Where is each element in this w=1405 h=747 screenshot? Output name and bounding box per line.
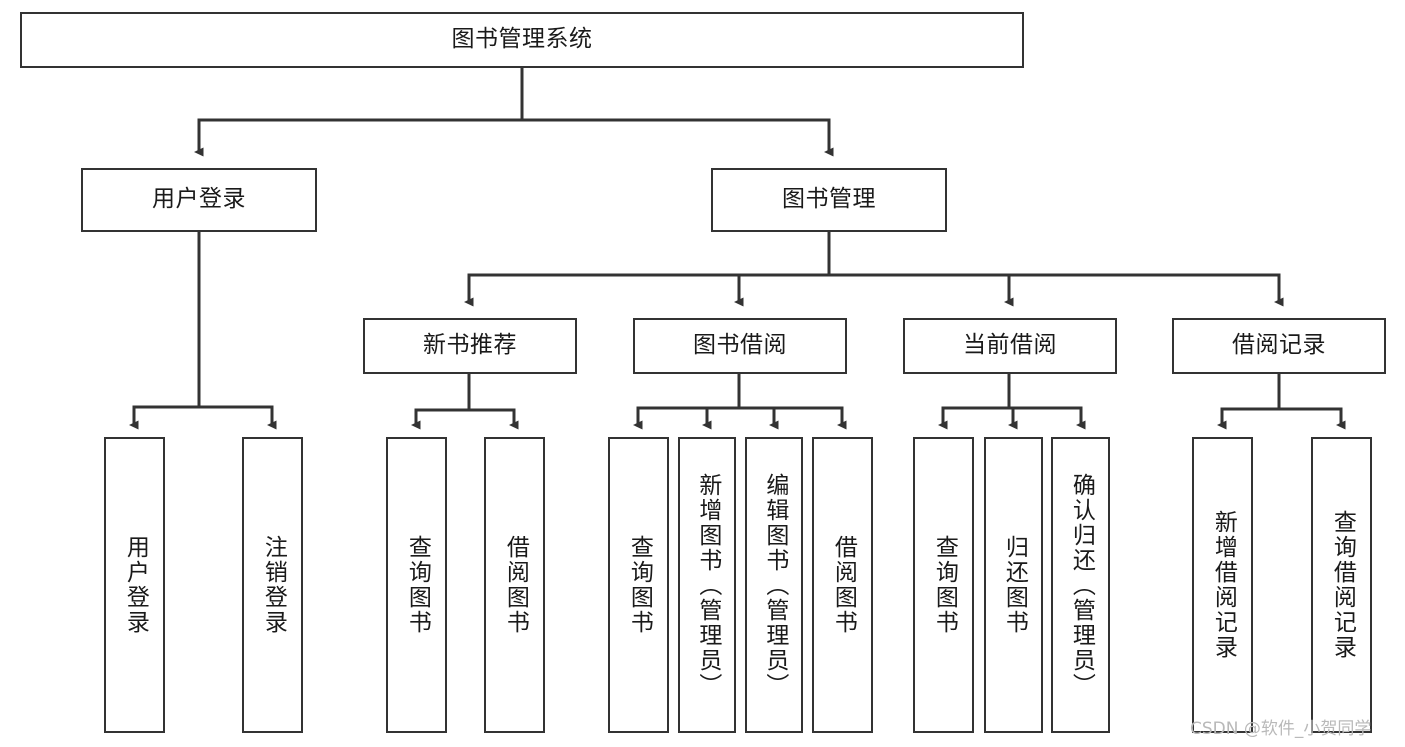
- node-leaf-add-book-label: 新增图书（管理员）: [694, 472, 721, 698]
- node-book-admin[interactable]: 图书管理: [711, 168, 947, 232]
- node-leaf-borrow-book-rec-label: 借阅图书: [502, 535, 529, 635]
- node-leaf-add-record[interactable]: 新增借阅记录: [1192, 437, 1253, 733]
- node-leaf-query-record-label: 查询借阅记录: [1329, 510, 1356, 660]
- node-leaf-add-book[interactable]: 新增图书（管理员）: [678, 437, 736, 733]
- node-leaf-query-book-brw[interactable]: 查询图书: [608, 437, 669, 733]
- node-leaf-query-book-rec[interactable]: 查询图书: [386, 437, 447, 733]
- node-current-borrow-label: 当前借阅: [963, 332, 1057, 359]
- node-leaf-query-book-brw-label: 查询图书: [626, 535, 653, 635]
- node-borrow-record[interactable]: 借阅记录: [1172, 318, 1386, 374]
- node-leaf-user-login[interactable]: 用户登录: [104, 437, 165, 733]
- node-root-label: 图书管理系统: [451, 26, 593, 53]
- node-leaf-borrow-book-brw[interactable]: 借阅图书: [812, 437, 873, 733]
- node-leaf-confirm-return-label: 确认归还（管理员）: [1068, 472, 1095, 698]
- node-book-admin-label: 图书管理: [782, 186, 876, 213]
- node-user-login[interactable]: 用户登录: [81, 168, 317, 232]
- node-leaf-confirm-return[interactable]: 确认归还（管理员）: [1051, 437, 1110, 733]
- node-book-borrow[interactable]: 图书借阅: [633, 318, 847, 374]
- node-new-book-rec-label: 新书推荐: [423, 332, 517, 359]
- node-borrow-record-label: 借阅记录: [1232, 332, 1326, 359]
- node-leaf-return-book[interactable]: 归还图书: [984, 437, 1043, 733]
- node-leaf-edit-book-label: 编辑图书（管理员）: [761, 472, 788, 698]
- node-leaf-borrow-book-brw-label: 借阅图书: [830, 535, 857, 635]
- node-current-borrow[interactable]: 当前借阅: [903, 318, 1117, 374]
- node-leaf-edit-book[interactable]: 编辑图书（管理员）: [745, 437, 803, 733]
- node-new-book-rec[interactable]: 新书推荐: [363, 318, 577, 374]
- node-book-borrow-label: 图书借阅: [693, 332, 787, 359]
- node-leaf-borrow-book-rec[interactable]: 借阅图书: [484, 437, 545, 733]
- node-user-login-label: 用户登录: [152, 186, 246, 213]
- node-leaf-query-book-cur-label: 查询图书: [931, 535, 958, 635]
- node-leaf-return-book-label: 归还图书: [1001, 535, 1028, 635]
- node-leaf-logout-label: 注销登录: [260, 535, 287, 635]
- node-leaf-query-record[interactable]: 查询借阅记录: [1311, 437, 1372, 733]
- node-leaf-query-book-rec-label: 查询图书: [404, 535, 431, 635]
- node-leaf-add-record-label: 新增借阅记录: [1210, 510, 1237, 660]
- node-root[interactable]: 图书管理系统: [20, 12, 1024, 68]
- csdn-watermark: CSDN @软件_小贺同学: [1190, 719, 1372, 739]
- node-leaf-user-login-label: 用户登录: [122, 535, 149, 635]
- node-leaf-query-book-cur[interactable]: 查询图书: [913, 437, 974, 733]
- node-leaf-logout[interactable]: 注销登录: [242, 437, 303, 733]
